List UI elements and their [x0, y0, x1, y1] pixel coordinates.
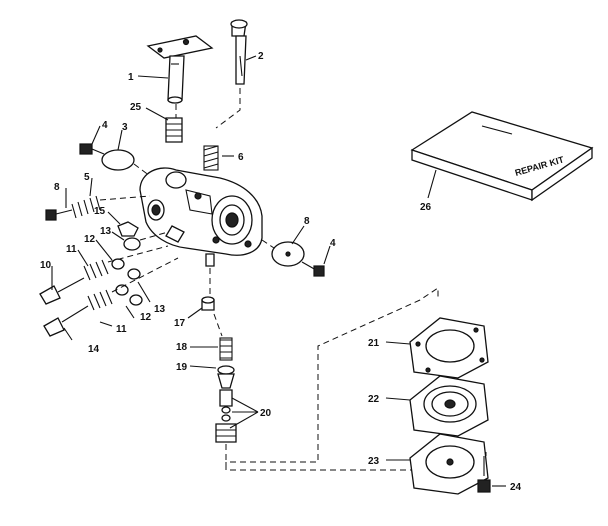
part-seat-20 [215, 389, 237, 443]
part-spring-6 [203, 145, 219, 171]
label-4-top: 4 [102, 120, 108, 131]
label-13-bottom: 13 [154, 304, 166, 315]
part-gasket-21 [409, 317, 489, 379]
label-6: 6 [238, 152, 244, 163]
label-10: 10 [40, 260, 52, 271]
label-12-top: 12 [84, 234, 96, 245]
label-2: 2 [258, 51, 264, 62]
label-26: 26 [420, 202, 432, 213]
label-4-right: 4 [330, 238, 336, 249]
part-spring-18 [219, 337, 233, 361]
part-choke-shaft [230, 19, 248, 85]
part-labels: 1 2 25 4 3 6 8 5 15 13 12 11 10 13 12 11… [40, 51, 522, 493]
label-13-top: 13 [100, 226, 112, 237]
part-disc-3 [101, 149, 135, 171]
part-spring-5 [71, 195, 101, 219]
label-19: 19 [176, 362, 188, 373]
label-3: 3 [122, 122, 128, 133]
label-12-bottom: 12 [140, 312, 152, 323]
label-21: 21 [368, 338, 380, 349]
label-8-right: 8 [304, 216, 310, 227]
part-washer-13-top [123, 237, 141, 251]
label-11-top: 11 [66, 244, 77, 255]
part-diaphragm-22 [409, 375, 489, 437]
label-14: 14 [88, 344, 100, 355]
label-18: 18 [176, 342, 188, 353]
part-cap-15 [117, 221, 139, 237]
label-22: 22 [368, 394, 380, 405]
part-repair-kit-26: REPAIR KIT [410, 111, 594, 202]
part-screw-8-left [45, 209, 73, 221]
part-plug-17 [201, 296, 215, 311]
part-needle-14 [43, 284, 143, 337]
label-23: 23 [368, 456, 380, 467]
leader-lines [51, 55, 506, 487]
label-15: 15 [94, 206, 106, 217]
part-cover-23 [409, 433, 489, 495]
label-11-bottom: 11 [116, 324, 127, 335]
label-5: 5 [84, 172, 90, 183]
label-8-left: 8 [54, 182, 60, 193]
label-17: 17 [174, 318, 186, 329]
part-screw-4-right [301, 261, 325, 277]
label-20: 20 [260, 408, 272, 419]
part-screw-4-top [79, 143, 105, 155]
part-throttle-shaft [146, 35, 214, 104]
carburetor-body [139, 167, 263, 267]
part-needle-10 [39, 258, 141, 305]
label-25: 25 [130, 102, 142, 113]
part-needle-19 [217, 365, 235, 389]
part-screw-24 [477, 456, 491, 493]
label-1: 1 [128, 72, 134, 83]
part-plate-8-right [271, 241, 305, 267]
label-24: 24 [510, 482, 522, 493]
part-spring-25 [165, 117, 183, 143]
